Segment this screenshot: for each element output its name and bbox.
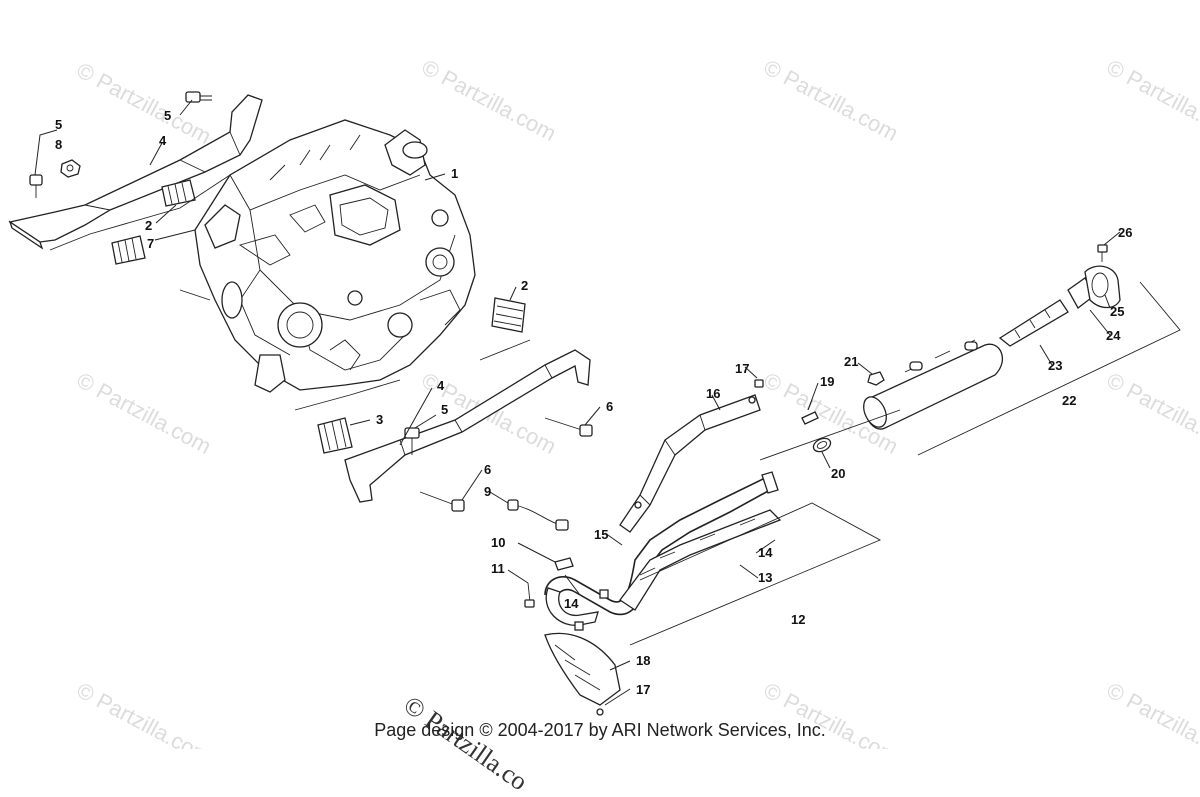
callout-13: 13 <box>758 570 772 585</box>
engine-mount-2-lower <box>111 235 146 265</box>
callout-17-lower: 17 <box>636 682 650 697</box>
callout-15: 15 <box>594 527 608 542</box>
bolt-26 <box>1097 244 1108 262</box>
callout-7: 7 <box>147 236 154 251</box>
lower-shield-18 <box>544 632 621 706</box>
page-footer: Page design © 2004-2017 by ARI Network S… <box>374 720 826 740</box>
bolt-17-upper <box>754 379 764 388</box>
heat-shield-16 <box>619 394 761 533</box>
callout-12: 12 <box>791 612 805 627</box>
callouts: 1 2 2 3 4 4 5 5 5 6 6 7 8 9 10 11 12 13 … <box>55 108 1132 697</box>
callout-17-upper: 17 <box>735 361 749 376</box>
callout-5-left: 5 <box>55 117 62 132</box>
exhaust-tip-25 <box>1084 265 1121 309</box>
callout-4-lower: 4 <box>437 378 445 393</box>
engine-assembly <box>194 119 476 393</box>
callout-14-left: 14 <box>564 596 579 611</box>
callout-16: 16 <box>706 386 720 401</box>
mount-bracket-left <box>8 94 263 250</box>
callout-11: 11 <box>491 561 505 576</box>
engine-mount-3 <box>317 417 353 454</box>
spark-arrestor-23 <box>998 299 1069 347</box>
engine-mount-2-right <box>491 297 526 333</box>
clamp-10 <box>554 557 574 571</box>
watermark: © Partzilla.com <box>1103 54 1200 146</box>
gasket-20 <box>812 437 832 453</box>
callout-18: 18 <box>636 653 650 668</box>
callout-5-top: 5 <box>164 108 171 123</box>
heat-shield-13 <box>619 509 782 611</box>
callout-5-lower: 5 <box>441 402 448 417</box>
bolt-11 <box>524 582 535 608</box>
callout-20: 20 <box>831 466 845 481</box>
watermarks: © Partzilla.com © Partzilla.com © Partzi… <box>73 54 1200 749</box>
callout-25: 25 <box>1110 304 1124 319</box>
watermark: © Partzilla.com <box>73 367 216 459</box>
watermark: © Partzilla.com <box>73 57 216 149</box>
watermark: © Partzilla.com <box>418 54 561 146</box>
callout-22: 22 <box>1062 393 1076 408</box>
muffler-22 <box>863 339 1004 430</box>
callout-2-right: 2 <box>521 278 528 293</box>
watermark: © Partzilla.com <box>1103 367 1200 459</box>
parts-diagram: © Partzilla.com © Partzilla.com © Partzi… <box>8 54 1200 749</box>
engine-mount-2-upper <box>161 179 196 207</box>
assembly-lines <box>49 174 1181 646</box>
sensor-9 <box>507 499 569 531</box>
nut-8 <box>60 159 81 178</box>
head-pipe-15 <box>544 471 779 631</box>
callout-8: 8 <box>55 137 62 152</box>
bolt-6-upper <box>544 417 593 437</box>
callout-2-upper: 2 <box>145 218 152 233</box>
callout-6-upper: 6 <box>606 399 613 414</box>
bolt-5-top <box>185 91 212 103</box>
callout-1: 1 <box>451 166 458 181</box>
bolt-6-lower <box>419 491 465 512</box>
callout-9: 9 <box>484 484 491 499</box>
bolt-5-left <box>29 174 43 198</box>
callout-6-lower: 6 <box>484 462 491 477</box>
callout-23: 23 <box>1048 358 1062 373</box>
bolt-17-lower <box>596 708 604 716</box>
callout-4-upper: 4 <box>159 133 167 148</box>
callout-21: 21 <box>844 354 858 369</box>
callout-19: 19 <box>820 374 834 389</box>
callout-24: 24 <box>1106 328 1121 343</box>
callout-3: 3 <box>376 412 383 427</box>
nut-21 <box>867 371 885 386</box>
callout-26: 26 <box>1118 225 1132 240</box>
callout-10: 10 <box>491 535 505 550</box>
leader-lines <box>34 99 1121 706</box>
callout-14-right: 14 <box>758 545 773 560</box>
watermark: © Partzilla.com <box>760 54 903 146</box>
